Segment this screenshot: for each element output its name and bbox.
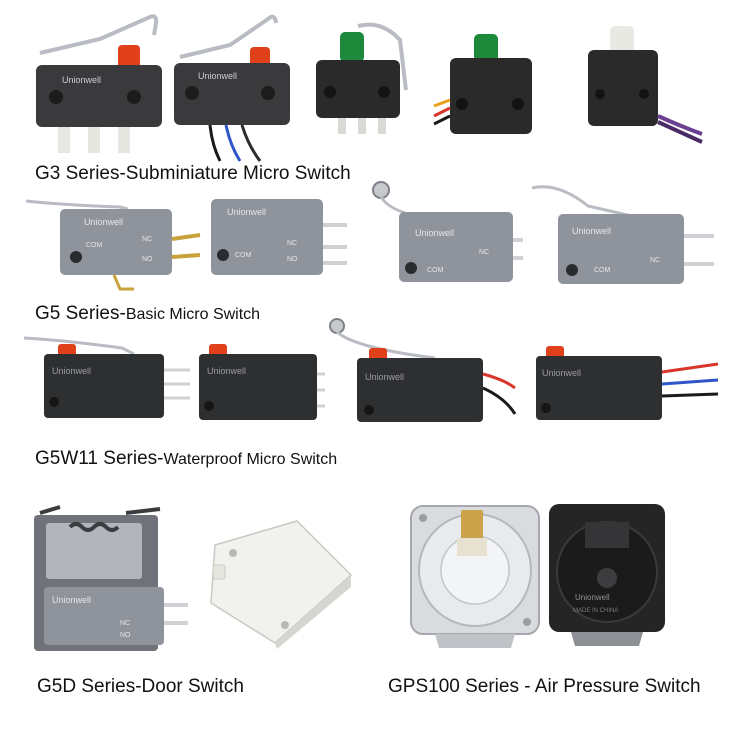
g3-brand-mark: Unionwell xyxy=(62,75,101,85)
terminal-label-no: NO xyxy=(120,632,131,639)
g5w11-series-caption: G5W11 Series-Waterproof Micro Switch xyxy=(35,448,337,470)
terminal-label-no: NO xyxy=(287,256,298,263)
g5-switch-long-lever: Unionwell COM NC xyxy=(528,180,718,300)
gps100-air-pressure-switch-back: Unionwell MADE IN CHINA xyxy=(545,498,670,648)
g5w11-series-subtitle: Waterproof Micro Switch xyxy=(163,451,338,468)
g5w11-switch-roller-wired: Unionwell xyxy=(325,318,525,428)
g3-switch-lever-wired: Unionwell xyxy=(170,5,300,163)
g5-switch-roller-lever: Unionwell COM NC xyxy=(365,178,525,298)
g5d-door-switch-white xyxy=(205,515,355,650)
g3-switch-white-plunger xyxy=(580,20,705,150)
gps100-air-pressure-switch-front xyxy=(405,500,545,650)
terminal-label-nc: NC xyxy=(650,257,660,264)
g5-brand-mark: Unionwell xyxy=(415,228,454,238)
g3-switch-green-wired xyxy=(432,24,544,148)
g5d-door-switch-bracket: Unionwell NC NO xyxy=(30,505,192,655)
gps100-made-in-label: MADE IN CHINA xyxy=(573,608,618,614)
g5-switch-lever-pcb: Unionwell COM NC NO xyxy=(24,195,204,295)
terminal-label-nc: NC xyxy=(479,249,489,256)
g3-series-title: G3 Series-Subminiature Micro Switch xyxy=(35,163,351,184)
terminal-label-com: COM xyxy=(594,267,611,274)
g5-brand-mark: Unionwell xyxy=(84,217,123,227)
gps100-series-caption: GPS100 Series - Air Pressure Switch xyxy=(388,676,701,698)
terminal-label-com: COM xyxy=(235,252,252,259)
g5-brand-mark: Unionwell xyxy=(572,226,611,236)
g5d-series-title: G5D Series-Door Switch xyxy=(37,676,244,697)
g5w11-brand-mark: Unionwell xyxy=(542,368,581,378)
g3-switch-lever-red: Unionwell xyxy=(30,5,170,155)
gps100-series-title: GPS100 Series - Air Pressure Switch xyxy=(388,676,701,697)
g5w11-switch-lever: Unionwell xyxy=(22,334,197,424)
g5w11-series-title: G5W11 Series- xyxy=(35,448,164,469)
g5w11-switch-plain: Unionwell xyxy=(197,340,327,424)
terminal-label-nc: NC xyxy=(120,620,130,627)
terminal-label-nc: NC xyxy=(142,236,152,243)
terminal-label-no: NO xyxy=(142,256,153,263)
g5d-series-caption: G5D Series-Door Switch xyxy=(37,676,244,698)
g5-brand-mark: Unionwell xyxy=(227,207,266,217)
terminal-label-com: COM xyxy=(86,242,103,249)
g5w11-brand-mark: Unionwell xyxy=(365,372,404,382)
g5w11-brand-mark: Unionwell xyxy=(207,366,246,376)
g5-series-caption: G5 Series-Basic Micro Switch xyxy=(35,303,260,325)
g5-series-title: G5 Series- xyxy=(35,303,126,324)
g5w11-switch-multiwire: Unionwell xyxy=(532,340,722,430)
g5w11-brand-mark: Unionwell xyxy=(52,366,91,376)
terminal-label-nc: NC xyxy=(287,240,297,247)
g5-series-subtitle: Basic Micro Switch xyxy=(125,306,261,323)
g3-switch-green-plunger xyxy=(310,18,415,138)
g3-series-caption: G3 Series-Subminiature Micro Switch xyxy=(35,163,351,185)
g5-switch-plain: Unionwell COM NC NO xyxy=(205,195,355,285)
g5d-brand-mark: Unionwell xyxy=(52,595,91,605)
g3-brand-mark: Unionwell xyxy=(198,71,237,81)
gps100-brand-mark: Unionwell xyxy=(575,593,610,602)
terminal-label-com: COM xyxy=(427,267,444,274)
